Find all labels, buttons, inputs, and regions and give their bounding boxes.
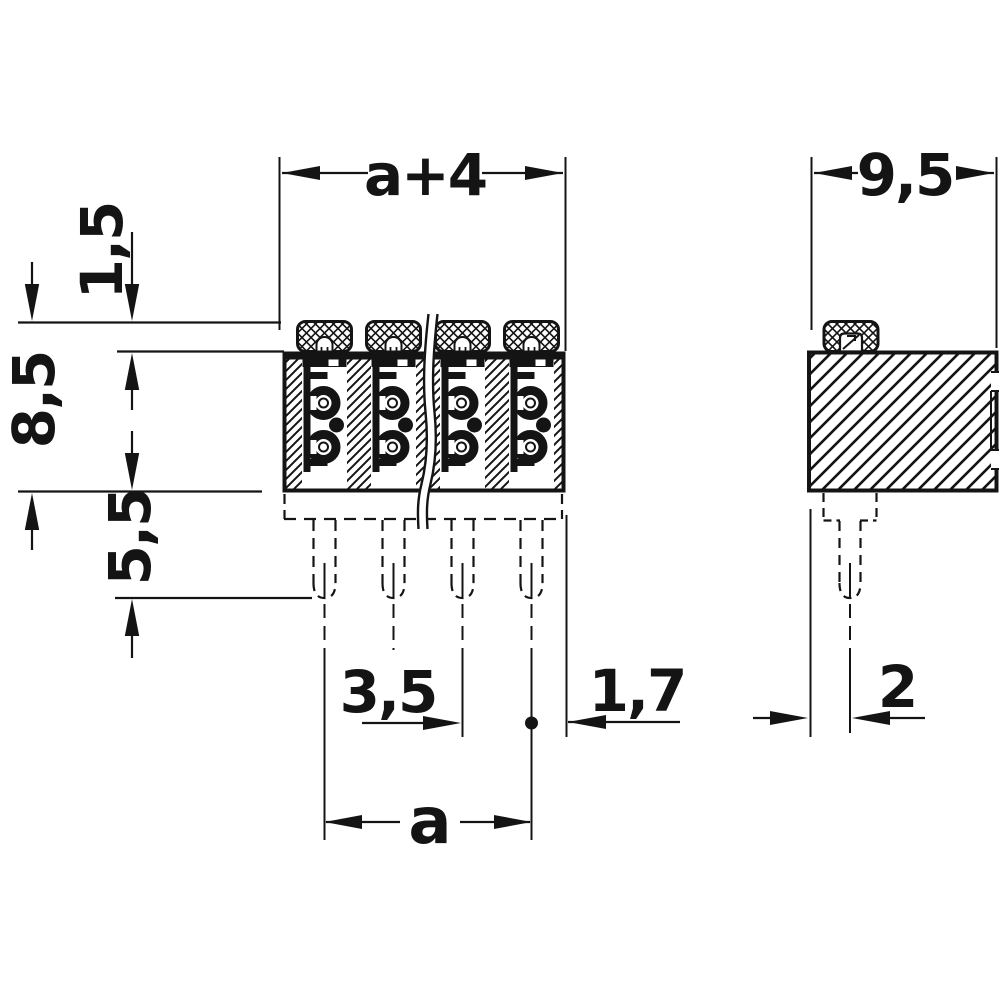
dim-front-edge-to-pin: 2 <box>753 509 925 737</box>
dim-label-pin-pitch: 3,5 <box>340 658 437 726</box>
arrowhead-left-icon <box>282 166 320 180</box>
solder-pin-2 <box>381 518 406 600</box>
front-pin-field <box>283 494 564 840</box>
wire-cap-4 <box>503 320 560 353</box>
wire-cap-3 <box>434 320 491 353</box>
front-view <box>282 314 566 840</box>
arrowhead-right-icon <box>956 166 994 180</box>
dim-left-stack: 1,5 8,5 5,5 <box>0 203 312 658</box>
arrowhead-down-icon <box>124 453 140 490</box>
side-notch-upper <box>991 372 1000 391</box>
solder-pin-3 <box>450 518 475 600</box>
arrowhead-left-icon <box>568 715 606 729</box>
dim-label-cap-height: 1,5 <box>68 203 136 300</box>
side-body-hatch <box>810 353 995 490</box>
arrowhead-right-icon <box>525 166 563 180</box>
arrowhead-right-icon <box>494 815 532 829</box>
arrowhead-up-icon <box>124 599 140 636</box>
arrowhead-up-icon <box>124 353 140 390</box>
dim-edge-to-pin: 1,7 <box>565 515 687 737</box>
solder-pin-1 <box>312 518 337 600</box>
dim-label-edge-to-pin: 1,7 <box>589 657 686 725</box>
dim-pin-span: a <box>324 785 532 859</box>
side-notch-lines <box>990 371 999 470</box>
side-notch-lower <box>991 450 1000 469</box>
dim-side-depth: 9,5 <box>810 141 998 348</box>
dim-label-body-height: 8,5 <box>0 352 68 449</box>
arrowhead-left-icon <box>324 815 362 829</box>
solder-pin-4 <box>519 518 544 600</box>
dim-label-overall-width: a+4 <box>364 141 486 209</box>
side-body-outline <box>807 350 999 493</box>
dim-overall-width: a+4 <box>278 141 567 351</box>
wire-cap-2 <box>365 320 422 353</box>
side-view <box>807 320 1000 733</box>
arrowhead-left-icon <box>852 711 890 725</box>
side-pin <box>822 493 878 733</box>
arrowhead-down-icon <box>124 284 140 321</box>
arrowhead-right-icon <box>770 711 808 725</box>
dim-pin-pitch: 3,5 <box>340 658 461 730</box>
arrowhead-right-icon <box>423 716 461 730</box>
wire-cap-1 <box>296 320 353 353</box>
dim-label-pin-span: a <box>408 785 449 859</box>
reference-dot <box>525 716 538 730</box>
arrowhead-up-icon <box>24 493 40 530</box>
side-cap-slot-detail <box>842 334 860 350</box>
dim-label-pin-length: 5,5 <box>96 489 164 586</box>
arrowhead-down-icon <box>24 284 40 321</box>
dimensions: a+4 9,5 1,5 8,5 <box>0 141 998 859</box>
dim-label-front-edge-to-pin: 2 <box>878 653 916 721</box>
dim-label-side-depth: 9,5 <box>857 141 954 209</box>
pin-centerlines <box>323 604 533 840</box>
arrowhead-left-icon <box>814 166 852 180</box>
